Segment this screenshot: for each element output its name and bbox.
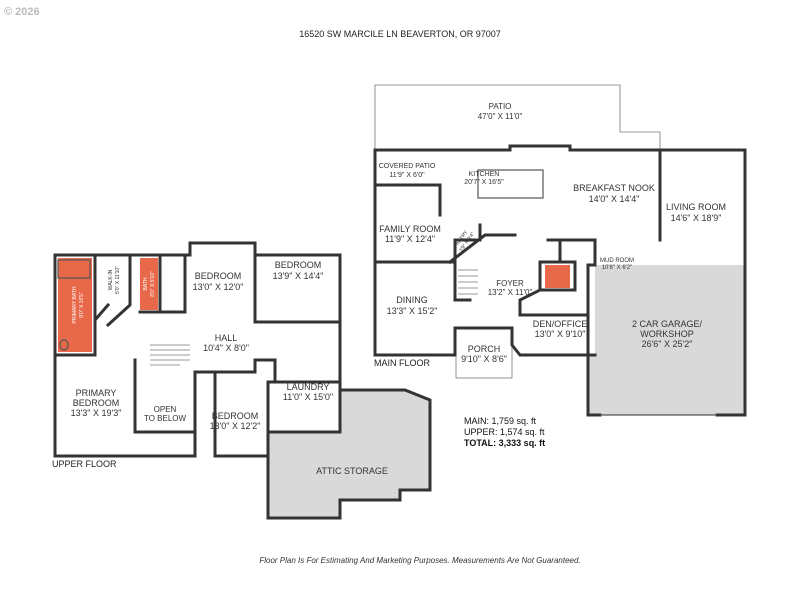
patio-dim: 47'0" X 11'0" — [478, 112, 523, 121]
bath-label: BATH — [143, 277, 149, 290]
primary-bath-label: PRIMARY BATH — [72, 286, 78, 323]
patio-label: PATIO — [489, 102, 512, 111]
covered-patio-dim: 11'9" X 6'0" — [389, 172, 425, 179]
laundry-label: LAUNDRY — [287, 382, 330, 392]
toilet-fixture — [59, 339, 69, 351]
primary-bedroom-label: PRIMARY — [76, 388, 117, 398]
foyer-dim: 13'2" X 11'0" — [488, 288, 533, 297]
hall-dim: 10'4" X 8'0" — [203, 343, 249, 353]
primary-bath-wall — [53, 302, 111, 357]
main-sqft: MAIN: 1,759 sq. ft — [464, 416, 537, 426]
walkin-label: WALK-IN — [108, 269, 114, 290]
dining-label: DINING — [396, 295, 428, 305]
garage-right-wall — [715, 263, 747, 417]
hall-label: HALL — [215, 333, 238, 343]
main-rear-wall — [373, 144, 747, 267]
garage-label-2: WORKSHOP — [640, 329, 694, 339]
bedroom-b-walls — [253, 253, 342, 324]
pantry-wall — [447, 233, 517, 265]
bedroom-b-dim: 13'9" X 14'4" — [273, 271, 324, 281]
disclaimer-text: Floor Plan Is For Estimating And Marketi… — [259, 556, 580, 565]
copyright-text: © 2026 — [4, 6, 40, 18]
bath-dim: 8'0" X 5'10" — [150, 271, 156, 297]
dining-dim: 13'3" X 15'2" — [387, 306, 438, 316]
upper-stairs — [150, 344, 190, 366]
porch-dim: 9'10" X 8'6" — [461, 354, 507, 364]
attic-floor — [268, 390, 430, 518]
laundry-dim: 11'0" X 15'0" — [283, 392, 333, 402]
covered-patio-wall — [373, 183, 442, 217]
living-room-dim: 14'6" X 18'9" — [671, 213, 722, 223]
upper-top-wall — [53, 241, 342, 347]
garage-floor — [588, 265, 745, 415]
porch-label: PORCH — [468, 344, 501, 354]
walkin-dim: 5'0" X 11'10" — [115, 266, 121, 294]
half-bath-highlight — [545, 265, 570, 288]
mud-room-label: MUD ROOM — [600, 258, 634, 264]
kitchen-dim: 20'7" X 16'5" — [464, 179, 504, 186]
main-stairs — [458, 269, 478, 295]
primary-bedroom-label-2: BEDROOM — [73, 398, 120, 408]
bedroom-a-dim: 13'0" X 12'0" — [193, 282, 244, 292]
main-floor-label: MAIN FLOOR — [374, 358, 431, 368]
walkin-right — [105, 253, 132, 328]
main-front-wall — [373, 148, 597, 357]
bath-highlight — [140, 258, 158, 310]
breakfast-nook-dim: 14'0" X 14'4" — [589, 194, 640, 204]
den-office-label: DEN/OFFICE — [533, 319, 588, 329]
bedroom-b-label: BEDROOM — [275, 260, 322, 270]
kitchen-label: KITCHEN — [469, 171, 500, 178]
family-room-dim: 11'9" X 12'4" — [385, 234, 435, 244]
bedroom-c-dim: 13'0" X 12'2" — [210, 421, 261, 431]
open-below-label: OPEN — [154, 405, 177, 414]
bedroom-a-label: BEDROOM — [195, 271, 242, 281]
address-title: 16520 SW MARCILE LN BEAVERTON, OR 97007 — [299, 29, 501, 39]
garage-left-wall — [586, 238, 602, 417]
upper-sqft: UPPER: 1,574 sq. ft — [464, 427, 545, 437]
primary-bath-dim: 9'0" X 16'5" — [79, 292, 85, 318]
foyer-label: FOYER — [496, 279, 524, 288]
bedroom-a-bottom — [138, 253, 187, 314]
kitchen-island — [477, 169, 544, 199]
bath-small-box — [538, 260, 577, 292]
bedroom-c-top — [193, 358, 277, 384]
total-sqft: TOTAL: 3,333 sq. ft — [464, 438, 545, 448]
attic-label: ATTIC STORAGE — [316, 466, 388, 476]
bedroom-c-label: BEDROOM — [212, 411, 259, 421]
den-office-dim: 13'0" X 9'10" — [535, 329, 586, 339]
covered-patio-label: COVERED PATIO — [379, 163, 436, 170]
upper-floor-label: UPPER FLOOR — [52, 459, 117, 469]
primary-bedroom-dim: 13'3" X 19'3" — [71, 408, 122, 418]
open-below-label-2: TO BELOW — [144, 414, 187, 423]
main-floor — [373, 84, 747, 417]
mud-room-dim: 10'8" X 6'2" — [602, 265, 633, 271]
garage-label: 2 CAR GARAGE/ — [632, 319, 703, 329]
family-room-label: FAMILY ROOM — [379, 224, 441, 234]
upper-floor — [53, 241, 432, 520]
open-below-edge — [133, 358, 197, 434]
patio-outline — [374, 84, 661, 150]
primary-bath-highlight — [58, 258, 92, 352]
breakfast-nook-label: BREAKFAST NOOK — [573, 183, 655, 193]
living-room-label: LIVING ROOM — [666, 202, 726, 212]
tub-fixture — [57, 259, 91, 279]
garage-dim: 26'6" X 25'2" — [642, 339, 693, 349]
den-wall — [518, 287, 543, 317]
